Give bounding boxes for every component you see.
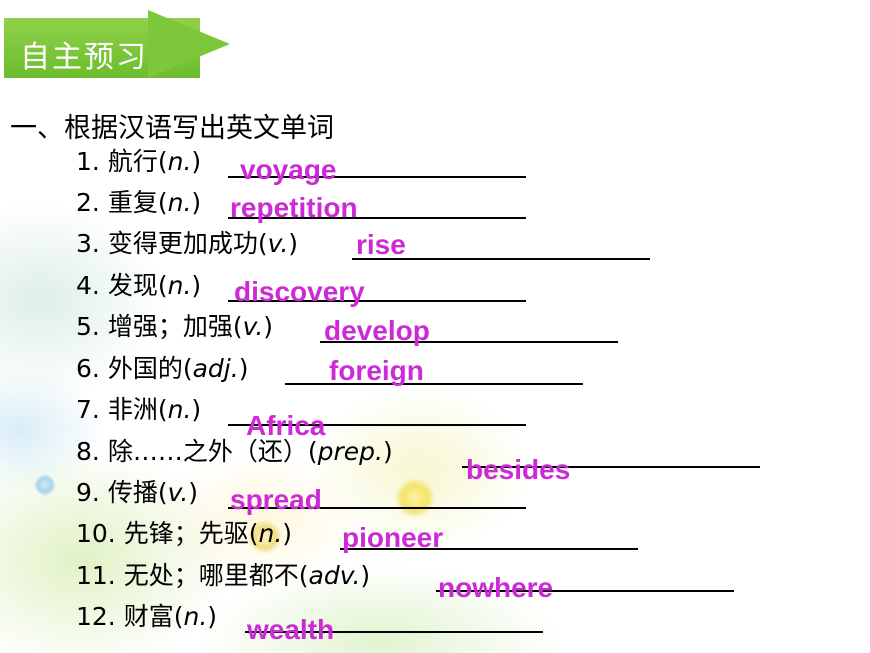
- answer-blank-line: [436, 590, 734, 592]
- item-number: 6.: [76, 354, 100, 383]
- chinese-meaning: 航行: [107, 147, 158, 176]
- word-item: 10. 先锋；先驱(n.): [76, 519, 293, 548]
- part-of-speech: n.: [167, 147, 192, 176]
- answer-word: rise: [356, 229, 406, 260]
- chinese-meaning: 外国的: [107, 354, 183, 383]
- part-of-speech: prep.: [317, 437, 383, 466]
- chinese-meaning: 增强；加强: [107, 312, 233, 341]
- word-item: 11. 无处；哪里都不(adv.): [76, 561, 371, 590]
- item-number: 9.: [76, 478, 100, 507]
- part-of-speech: adv.: [308, 561, 361, 590]
- part-of-speech: n.: [258, 519, 283, 548]
- word-item: 4. 发现(n.): [76, 271, 202, 300]
- word-item: 5. 增强；加强(v.): [76, 312, 274, 341]
- answer-word: pioneer: [342, 522, 444, 553]
- item-number: 2.: [76, 188, 100, 217]
- chinese-meaning: 除……之外（还）: [107, 437, 308, 466]
- answer-word: besides: [466, 454, 571, 485]
- item-number: 12.: [76, 602, 116, 631]
- chinese-meaning: 重复: [107, 188, 158, 217]
- answer-blank-line: [228, 424, 526, 426]
- chinese-meaning: 非洲: [107, 395, 158, 424]
- answer-blank-line: [462, 466, 760, 468]
- answer-word: voyage: [240, 154, 337, 185]
- part-of-speech: n.: [167, 271, 192, 300]
- item-number: 8.: [76, 437, 100, 466]
- chinese-meaning: 变得更加成功: [107, 229, 258, 258]
- chinese-meaning: 财富: [123, 602, 174, 631]
- flower-decoration: [395, 478, 435, 518]
- part-of-speech: adj.: [192, 354, 239, 383]
- item-number: 4.: [76, 271, 100, 300]
- chinese-meaning: 发现: [107, 271, 158, 300]
- answer-word: nowhere: [438, 572, 554, 603]
- part-of-speech: v.: [167, 478, 189, 507]
- banner-arrow: [148, 10, 230, 78]
- item-number: 3.: [76, 229, 100, 258]
- answer-word: wealth: [247, 614, 335, 645]
- answer-blank-line: [320, 341, 618, 343]
- item-number: 5.: [76, 312, 100, 341]
- answer-blank-line: [228, 507, 526, 509]
- chinese-meaning: 先锋；先驱: [123, 519, 249, 548]
- section-title: 自主预习: [20, 40, 148, 75]
- answer-word: develop: [324, 315, 430, 346]
- answer-blank-line: [352, 258, 650, 260]
- item-number: 7.: [76, 395, 100, 424]
- item-number: 1.: [76, 147, 100, 176]
- answer-blank-line: [228, 217, 526, 219]
- answer-blank-line: [285, 383, 583, 385]
- word-item: 6. 外国的(adj.): [76, 354, 249, 383]
- answer-word: spread: [230, 484, 322, 515]
- answer-word: foreign: [329, 355, 424, 386]
- word-item: 9. 传播(v.): [76, 478, 199, 507]
- answer-word: discovery: [234, 276, 365, 307]
- flower-decoration: [34, 474, 56, 496]
- part-of-speech: v.: [242, 312, 264, 341]
- word-item: 1. 航行(n.): [76, 147, 202, 176]
- part-of-speech: n.: [167, 188, 192, 217]
- word-item: 7. 非洲(n.): [76, 395, 202, 424]
- item-number: 10.: [76, 519, 116, 548]
- part-of-speech: v.: [267, 229, 289, 258]
- answer-blank-line: [245, 631, 543, 633]
- answer-blank-line: [340, 548, 638, 550]
- answer-blank-line: [228, 300, 526, 302]
- word-item: 2. 重复(n.): [76, 188, 202, 217]
- answer-blank-line: [228, 176, 526, 178]
- part-of-speech: n.: [183, 602, 208, 631]
- word-item: 3. 变得更加成功(v.): [76, 229, 299, 258]
- item-number: 11.: [76, 561, 116, 590]
- answer-word: repetition: [230, 192, 358, 223]
- word-item: 12. 财富(n.): [76, 602, 218, 631]
- exercise-heading: 一、根据汉语写出英文单词: [10, 113, 334, 144]
- word-item: 8. 除……之外（还）(prep.): [76, 437, 393, 466]
- chinese-meaning: 传播: [107, 478, 158, 507]
- chinese-meaning: 无处；哪里都不: [123, 561, 299, 590]
- answer-word: Africa: [246, 410, 326, 441]
- part-of-speech: n.: [167, 395, 192, 424]
